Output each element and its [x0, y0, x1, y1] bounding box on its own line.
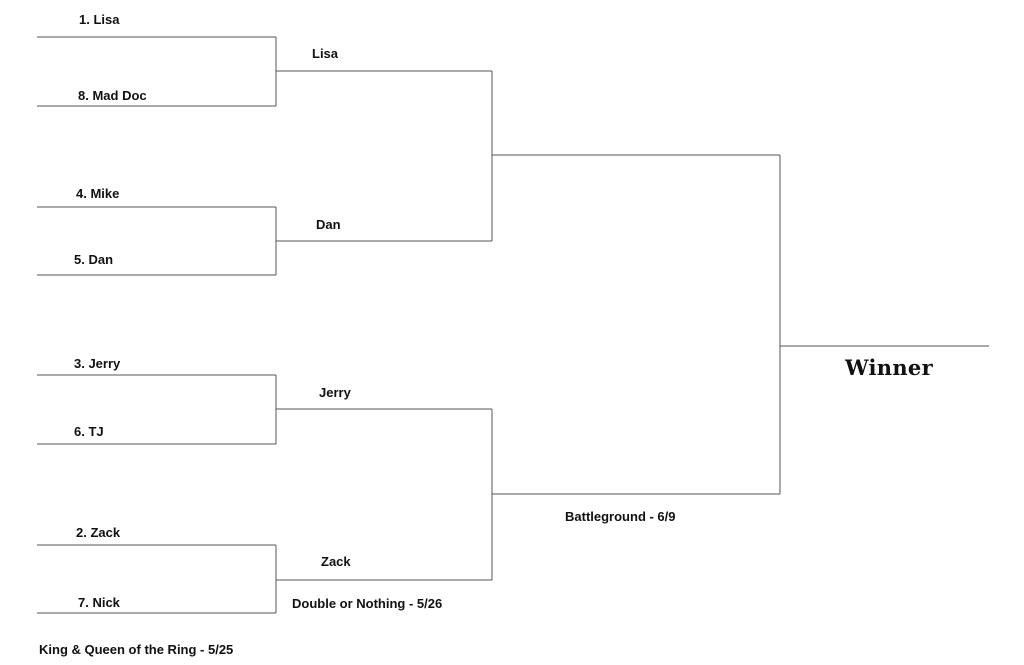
r2-winner-dan: Dan: [316, 217, 341, 232]
seed-6-tj: 6. TJ: [74, 424, 104, 439]
seed-5-dan: 5. Dan: [74, 252, 114, 267]
seed-3-jerry: 3. Jerry: [74, 356, 121, 371]
r2-winner-zack: Zack: [321, 554, 351, 569]
seed-2-zack: 2. Zack: [76, 525, 121, 540]
seed-7-nick: 7. Nick: [78, 595, 120, 610]
seed-1-lisa: 1. Lisa: [79, 12, 120, 27]
seed-4-mike: 4. Mike: [76, 186, 120, 201]
event-label-round3: Battleground - 6/9: [565, 509, 676, 524]
event-label-round2: Double or Nothing - 5/26: [292, 596, 443, 611]
winner-label: Winner: [845, 355, 933, 380]
event-label-round1: King & Queen of the Ring - 5/25: [39, 642, 234, 657]
r2-winner-jerry: Jerry: [319, 385, 351, 400]
seed-8-mad-doc: 8. Mad Doc: [78, 88, 147, 103]
r2-winner-lisa: Lisa: [312, 46, 339, 61]
